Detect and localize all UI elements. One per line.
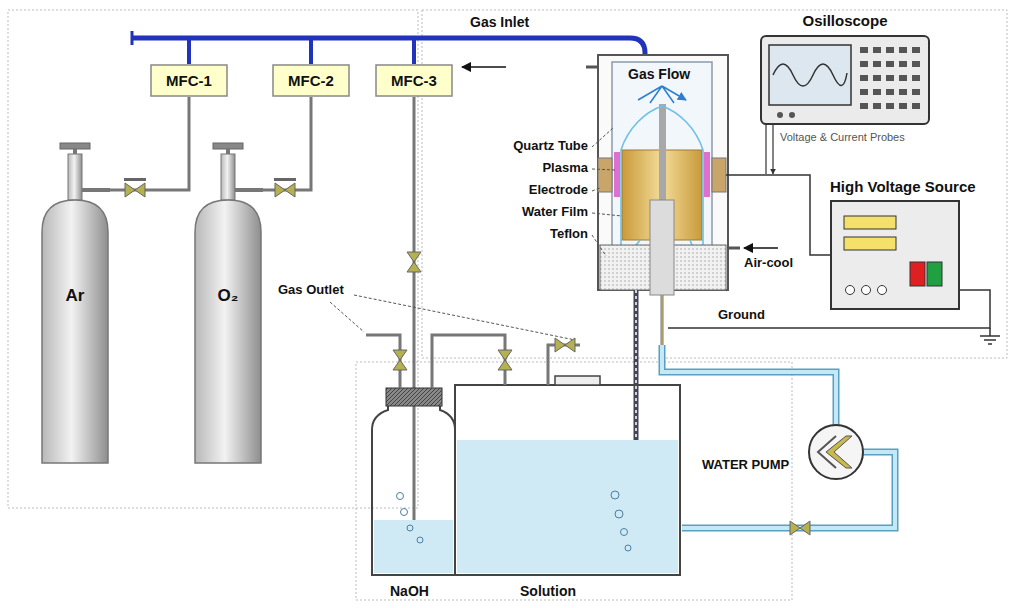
- gas-cylinder: Ar: [40, 140, 110, 465]
- gas-pipe: [263, 97, 311, 190]
- node-label: MFC-3: [391, 72, 437, 89]
- pump-label: WATER PUMP: [702, 458, 789, 473]
- part-label: Teflon: [550, 227, 588, 242]
- part-label: Water Film: [522, 205, 588, 220]
- device-title: Osilloscope: [760, 12, 930, 29]
- box-outline: [830, 200, 960, 310]
- pipe-label: Gas Inlet: [470, 14, 529, 30]
- flow-controller-box: MFC-3: [375, 64, 453, 97]
- part-label: Air-cool: [744, 256, 793, 271]
- part-label: Quartz Tube: [513, 139, 588, 154]
- flow-controller-box: MFC-2: [272, 64, 350, 97]
- probe-label: Voltage & Current Probes: [780, 131, 905, 144]
- flow-controller-box: MFC-1: [150, 64, 228, 97]
- wire-label: Ground: [718, 308, 765, 323]
- node-label: O₂: [193, 140, 263, 306]
- power-supply-box: High Voltage Source: [830, 200, 960, 310]
- device-title: High Voltage Source: [830, 178, 960, 195]
- part-label: Electrode: [529, 183, 588, 198]
- flow-label: Gas Flow: [628, 66, 690, 82]
- gas-cylinder: O₂: [193, 140, 263, 465]
- node-label: Ar: [40, 140, 110, 306]
- pipe-label: Gas Outlet: [278, 283, 344, 298]
- gas-pipe: [110, 97, 189, 190]
- vessel-label: NaOH: [390, 583, 429, 599]
- oscilloscope-box: Osilloscope: [760, 35, 930, 125]
- part-label: Plasma: [542, 161, 588, 176]
- vessel-label: Solution: [520, 583, 576, 599]
- box-outline: [760, 35, 930, 125]
- node-label: MFC-2: [288, 72, 334, 89]
- node-label: MFC-1: [166, 72, 212, 89]
